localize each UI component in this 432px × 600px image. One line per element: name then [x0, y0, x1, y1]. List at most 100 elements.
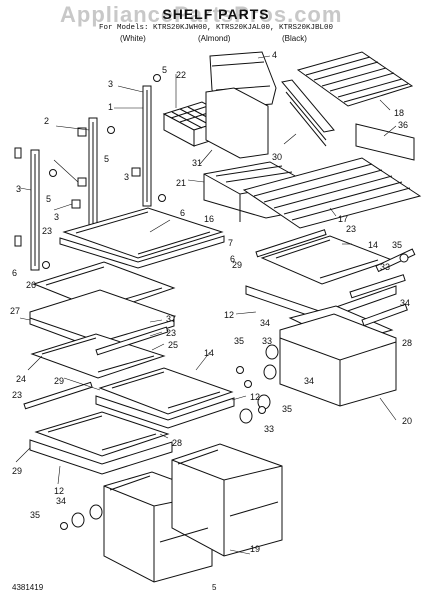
- callout-6: 6: [180, 208, 185, 218]
- callout-33: 33: [262, 336, 272, 346]
- callout-17: 17: [338, 214, 348, 224]
- slide-rail: [349, 274, 406, 299]
- callout-5: 5: [46, 194, 51, 204]
- callout-14: 14: [368, 240, 378, 250]
- color-white: (White): [120, 34, 146, 43]
- callout-23: 23: [42, 226, 52, 236]
- screw-icon: [244, 380, 252, 388]
- callout-21: 21: [176, 178, 186, 188]
- roller-icon: [265, 344, 279, 360]
- callout-35: 35: [30, 510, 40, 520]
- callout-3: 3: [16, 184, 21, 194]
- callout-7: 7: [228, 238, 233, 248]
- screw-icon: [153, 74, 161, 82]
- callout-4: 4: [272, 50, 277, 60]
- screw-icon: [399, 253, 409, 263]
- callout-16: 16: [204, 214, 214, 224]
- screw-icon: [107, 126, 115, 134]
- callout-19: 19: [250, 544, 260, 554]
- shelf-trim: [95, 326, 169, 356]
- clip-icon: [77, 177, 87, 187]
- callout-29: 29: [232, 260, 242, 270]
- slide-hardware: [60, 248, 416, 530]
- callout-34: 34: [260, 318, 270, 328]
- glass-shelf-16: [59, 207, 225, 269]
- callout-28: 28: [402, 338, 412, 348]
- wire-shelf-lower: [242, 157, 422, 229]
- wire-shelf-upper: [296, 51, 414, 107]
- callout-25: 25: [168, 340, 178, 350]
- callout-23: 23: [166, 328, 176, 338]
- page-number: 5: [212, 583, 217, 592]
- roller-icon: [239, 408, 253, 424]
- callout-12: 12: [250, 392, 260, 402]
- screw-icon: [236, 366, 244, 374]
- screw-icon: [158, 194, 166, 202]
- callout-22: 22: [176, 70, 186, 80]
- clip-icon: [71, 199, 81, 209]
- callout-12: 12: [54, 486, 64, 496]
- callout-1: 1: [108, 102, 113, 112]
- callout-6: 6: [230, 254, 235, 264]
- callout-27: 27: [10, 306, 20, 316]
- color-black: (Black): [282, 34, 307, 43]
- roller-icon: [263, 364, 277, 380]
- clip-icon: [131, 167, 141, 177]
- callout-33: 33: [380, 262, 390, 272]
- callout-3: 3: [54, 212, 59, 222]
- callout-26: 26: [26, 280, 36, 290]
- callout-35: 35: [392, 240, 402, 250]
- callout-numbers: 3 5 22 4 1 2 3 5 3 3 5 3 6 16 18 36 30 3…: [10, 50, 412, 554]
- callout-3: 3: [124, 172, 129, 182]
- color-almond: (Almond): [198, 34, 231, 43]
- callout-33: 33: [264, 424, 274, 434]
- callout-18: 18: [394, 108, 404, 118]
- callout-35: 35: [282, 404, 292, 414]
- bracket-icon: [14, 235, 22, 247]
- glass-shelf-middle: [95, 367, 235, 429]
- leader-lines: [15, 55, 397, 555]
- rear-crisper-frame: [205, 79, 335, 159]
- slide-rail: [361, 303, 408, 327]
- callout-37: 37: [166, 314, 176, 324]
- callout-14: 14: [204, 348, 214, 358]
- callout-3: 3: [108, 79, 113, 89]
- shelf-frame-lower-left: [30, 326, 169, 379]
- document-number: 4381419: [12, 583, 44, 592]
- callout-34: 34: [304, 376, 314, 386]
- callout-29: 29: [12, 466, 22, 476]
- callout-34: 34: [400, 298, 410, 308]
- callout-35: 35: [234, 336, 244, 346]
- glass-shelf-lower: [23, 381, 173, 475]
- callout-29: 29: [54, 376, 64, 386]
- shelf-trim: [355, 123, 415, 161]
- crisper-bins: [103, 443, 283, 583]
- screw-icon: [60, 522, 68, 530]
- callout-36: 36: [398, 120, 408, 130]
- roller-icon: [89, 504, 103, 520]
- shelf-trim: [255, 229, 327, 258]
- screw-icon: [49, 169, 57, 177]
- screw-icon: [42, 261, 50, 269]
- callout-5: 5: [104, 154, 109, 164]
- clip-icon: [77, 127, 87, 137]
- callout-20: 20: [402, 416, 412, 426]
- callout-12: 12: [224, 310, 234, 320]
- callout-31: 31: [192, 158, 202, 168]
- callout-6: 6: [12, 268, 17, 278]
- page-title: SHELF PARTS: [162, 6, 270, 22]
- model-list: For Models: KTRS20KJWH00, KTRS20KJAL00, …: [98, 24, 334, 32]
- shelf-trim: [23, 381, 93, 410]
- callout-28: 28: [172, 438, 182, 448]
- callout-34: 34: [56, 496, 66, 506]
- screw-icon: [258, 406, 266, 414]
- bracket-icon: [14, 147, 22, 159]
- callout-30: 30: [272, 152, 282, 162]
- callout-5: 5: [162, 65, 167, 75]
- callout-23: 23: [12, 390, 22, 400]
- callout-23: 23: [346, 224, 356, 234]
- crisper-drawer-right: [279, 305, 397, 407]
- callout-2: 2: [44, 116, 49, 126]
- callout-24: 24: [16, 374, 26, 384]
